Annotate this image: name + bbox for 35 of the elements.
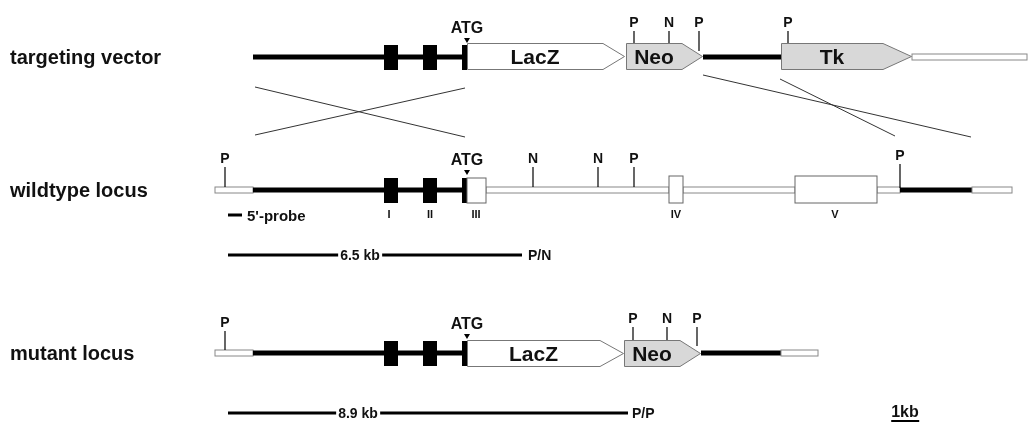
row-label: targeting vector	[10, 47, 162, 67]
site-label: ATG	[450, 152, 484, 168]
size-label: 8.9 kb	[336, 406, 380, 420]
site-label: P	[694, 15, 704, 29]
probe-label: 5'-probe	[247, 207, 306, 223]
site-label: N	[661, 311, 673, 325]
exon-number: IV	[670, 208, 682, 220]
scale-label: 1kb	[891, 404, 919, 422]
site-label: P	[220, 151, 230, 165]
site-label: ATG	[450, 20, 484, 36]
row-label: mutant locus	[10, 343, 135, 363]
gene-arrow: LacZ	[467, 340, 624, 367]
site-label: N	[527, 151, 539, 165]
gene-arrow: Neo	[626, 43, 703, 70]
exon-number: II	[426, 208, 434, 220]
exon-number: III	[471, 208, 481, 220]
row-label: wildtype locus	[10, 180, 148, 200]
site-label: P	[629, 151, 639, 165]
site-label: P	[692, 311, 702, 325]
site-label: P	[220, 315, 230, 329]
site-label: P	[629, 15, 639, 29]
site-label: N	[592, 151, 604, 165]
site-label: P/P	[632, 406, 655, 420]
gene-arrow: Neo	[624, 340, 701, 367]
site-label: P	[628, 311, 638, 325]
exon-number: V	[831, 208, 839, 220]
site-label: N	[663, 15, 675, 29]
gene-arrow: LacZ	[467, 43, 625, 70]
site-label: P	[783, 15, 793, 29]
gene-arrow: Tk	[781, 43, 912, 70]
exon-number: I	[387, 208, 391, 220]
site-label: P	[895, 148, 905, 162]
site-label: P/N	[528, 248, 552, 262]
size-label: 6.5 kb	[338, 248, 382, 262]
site-label: ATG	[450, 316, 484, 332]
